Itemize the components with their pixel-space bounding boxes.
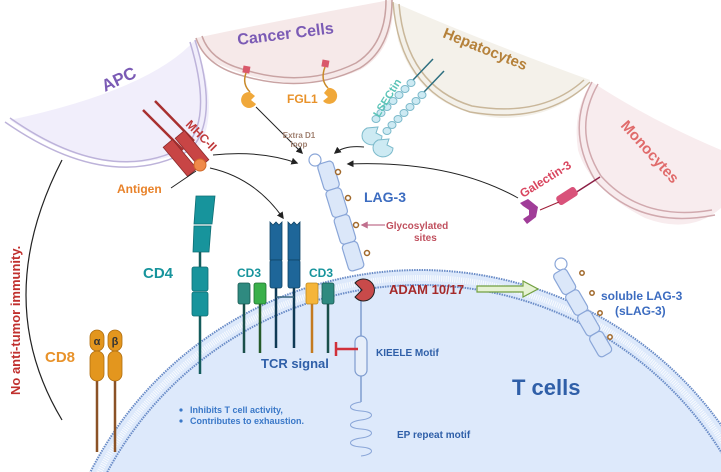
fgl1-ligand-2 xyxy=(321,59,338,104)
slag3-label-2: (sLAG-3) xyxy=(615,304,666,318)
cd3-left-label: CD3 xyxy=(237,266,261,280)
cleavage-arrow-icon xyxy=(476,280,540,298)
cd8-alpha-label: α xyxy=(94,336,101,348)
fgl1-icon xyxy=(241,91,256,108)
kieele-motif-icon xyxy=(354,335,368,377)
fgl1-icon xyxy=(323,87,338,104)
no-immunity-label: No anti-tumor immunity. xyxy=(8,246,23,395)
lag3-label: LAG-3 xyxy=(364,189,406,205)
cd4-receptor: CD4 xyxy=(143,195,216,374)
tcr-signal-label: TCR signal xyxy=(261,356,329,371)
cd8-receptor: α β CD8 xyxy=(45,329,123,452)
glycosylated-label-1: Glycosylated xyxy=(386,221,448,232)
t-cell-membrane-outer xyxy=(89,269,721,472)
adam-protease: ADAM 10/17 xyxy=(354,278,540,302)
t-cell-body xyxy=(90,270,721,472)
hepatocyte-cell: Hepatocytes xyxy=(392,1,591,118)
cd3-subunit xyxy=(237,282,251,305)
t-cell-membrane-mid xyxy=(96,275,721,472)
cancer-cell: Cancer Cells xyxy=(195,0,394,85)
fgl1-label: FGL1 xyxy=(287,92,318,106)
cd8-label: CD8 xyxy=(45,349,75,366)
arrow-galectin3-to-lag3 xyxy=(346,160,519,199)
extra-d1-label-1: Extra D1 xyxy=(283,131,316,140)
antigen-icon xyxy=(193,158,207,172)
fgl1-ligand-1 xyxy=(241,65,256,108)
monocyte-cell: Monocytes xyxy=(576,81,721,225)
kieele-label: KIEELE Motif xyxy=(376,348,439,359)
arrow-lsectin-to-lag3 xyxy=(333,146,365,154)
extra-d1-loop-icon xyxy=(554,257,568,271)
extra-d1-label-2: loop xyxy=(291,140,308,149)
slag3-label-1: soluble LAG-3 xyxy=(601,289,683,303)
soluble-lag3: soluble LAG-3 (sLAG-3) xyxy=(553,257,683,358)
extra-d1-loop-icon xyxy=(308,153,322,167)
tcr-complex: CD3 CD3 TCR signal xyxy=(237,221,358,371)
glycosylated-label-2: sites xyxy=(414,233,437,244)
arrow-fgl1-to-lag3 xyxy=(255,106,303,154)
lsectin-head-icon xyxy=(372,138,394,158)
cd4-label: CD4 xyxy=(143,265,174,282)
t-cell xyxy=(89,269,721,472)
effect-item: Contributes to exhaustion. xyxy=(190,416,304,426)
arrow-mhc2-to-lag3 xyxy=(212,153,299,165)
ep-repeat-icon xyxy=(350,401,372,457)
galectin3-icon xyxy=(520,199,538,224)
effects-list: Inhibits T cell activity, Contributes to… xyxy=(179,405,304,426)
glycosylation-sites xyxy=(334,168,371,257)
cd3-subunit xyxy=(305,282,319,305)
adam-icon xyxy=(354,278,375,302)
t-cells-label: T cells xyxy=(512,375,580,400)
ep-repeat-label: EP repeat motif xyxy=(397,430,471,441)
cd8-beta-label: β xyxy=(112,336,119,348)
adam-label: ADAM 10/17 xyxy=(389,282,464,297)
cd3-subunit xyxy=(321,282,335,305)
binding-arrows xyxy=(209,106,519,220)
cd3-right-label: CD3 xyxy=(309,266,333,280)
arrow-mhc2-to-tcr xyxy=(209,167,284,220)
immunity-bracket xyxy=(25,159,63,421)
effect-item: Inhibits T cell activity, xyxy=(190,405,283,415)
antigen-label: Antigen xyxy=(117,182,162,196)
lag3-receptor: LAG-3 Glycosylated sites xyxy=(308,153,448,457)
cd3-subunit xyxy=(253,282,267,305)
